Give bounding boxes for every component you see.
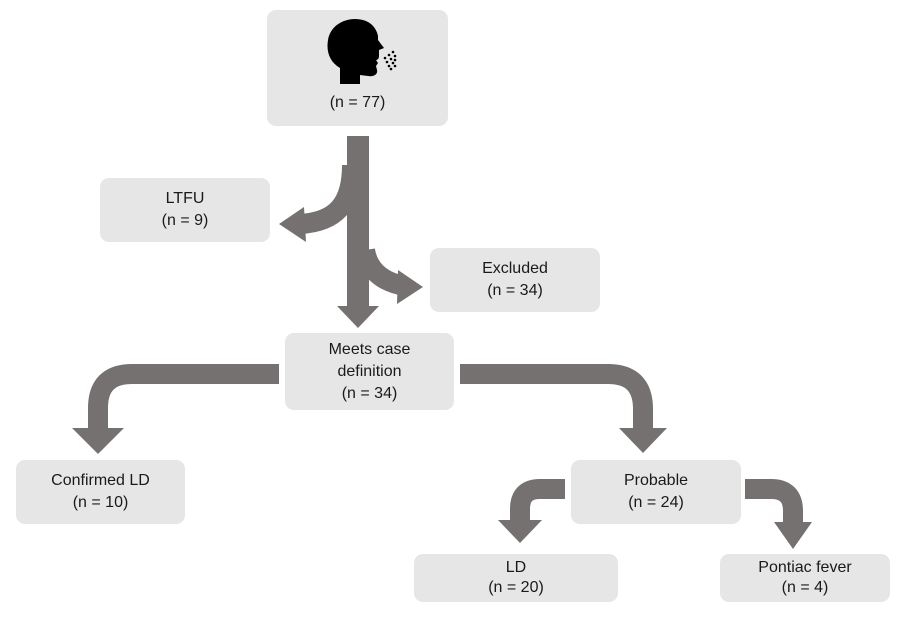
meets-case-definition-node: Meets case definition (n = 34) [285,333,454,410]
ltfu-count: (n = 9) [161,212,209,229]
excluded-count: (n = 34) [487,282,543,299]
ltfu-node: LTFU (n = 9) [100,178,270,242]
arrow-ltfu-head [279,207,306,242]
ld-count: (n = 20) [488,579,544,596]
arrow-pontiac-head [774,522,812,549]
arrow-confirmed-elbow [88,364,279,428]
arrow-ld-head [498,520,542,543]
arrow-pontiac-elbow [745,479,803,522]
meets-label-line1: Meets case [328,340,411,358]
arrow-probable-head [619,428,667,453]
meets-count: (n = 34) [341,384,398,402]
pontiac-count: (n = 4) [781,579,829,596]
confirmed-label: Confirmed LD [51,472,150,489]
ld-label: LD [505,559,527,576]
pontiac-fever-node: Pontiac fever (n = 4) [720,554,890,602]
arrow-ltfu-branch [299,164,362,234]
probable-node: Probable (n = 24) [571,460,741,524]
arrow-confirmed-head [72,428,124,454]
start-count: (n = 77) [329,94,386,111]
arrow-probable-elbow [460,364,653,428]
pontiac-label: Pontiac fever [758,559,852,576]
confirmed-count: (n = 10) [72,494,129,511]
probable-count: (n = 24) [628,494,684,511]
arrow-main-shaft [347,136,369,306]
start-node: (n = 77) [267,10,448,126]
ld-node: LD (n = 20) [414,554,618,602]
probable-label: Probable [623,472,689,489]
arrow-main-head [337,306,379,328]
person-coughing-icon [327,19,396,84]
arrow-ld-elbow [510,479,565,520]
excluded-node: Excluded (n = 34) [430,248,600,312]
confirmed-ld-node: Confirmed LD (n = 10) [16,460,185,524]
excluded-label: Excluded [482,260,548,277]
ltfu-label: LTFU [165,190,205,207]
arrow-excluded-head [397,270,423,304]
meets-label-line2: definition [337,362,402,380]
